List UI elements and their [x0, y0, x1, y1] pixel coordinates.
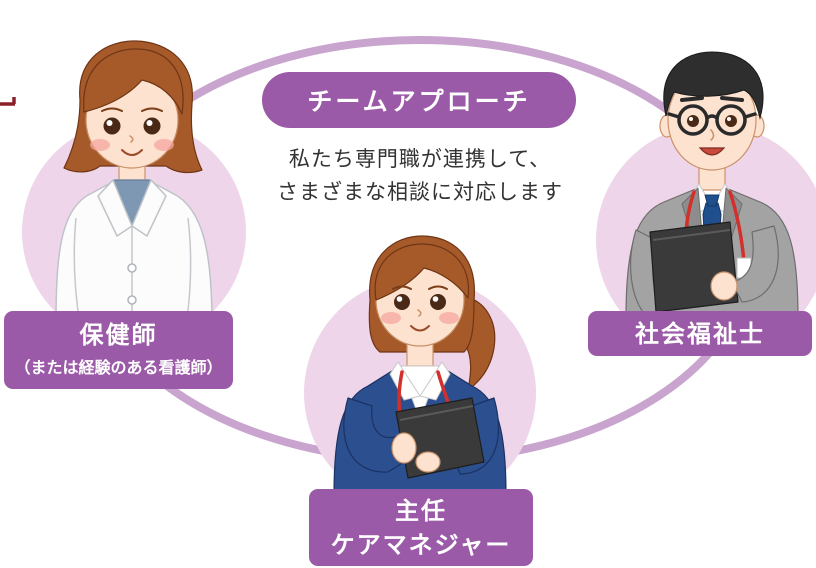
team-approach-title: チームアプローチ	[262, 72, 576, 128]
nurse-right-lapel	[131, 179, 167, 237]
eye-highlight	[727, 117, 731, 121]
social-worker-hair	[663, 51, 764, 120]
social-worker-right-sleeve	[731, 225, 779, 303]
care-manager-title-line-2: ケアマネジャー	[330, 530, 512, 559]
clipboard-edge	[652, 229, 731, 241]
care-manager-left-brow	[392, 285, 412, 290]
care-manager-right-collar	[419, 361, 451, 401]
clipboard-edge	[399, 405, 474, 421]
care-manager-smile	[410, 325, 430, 332]
nurse-title: 保健師	[79, 321, 158, 349]
social-worker-title: 社会福祉士	[635, 319, 765, 348]
glasses-frame	[667, 112, 757, 120]
social-worker-right-eye	[725, 115, 737, 127]
care-manager-right-eye	[430, 294, 446, 310]
care-manager-left-collar	[389, 361, 421, 401]
social-worker-label: 社会福祉士	[588, 311, 812, 356]
care-manager-right-brow	[428, 285, 448, 290]
care-manager-left-sleeve	[343, 397, 405, 473]
care-manager-title-line-1: 主任	[395, 496, 447, 525]
nurse-nose	[129, 135, 134, 143]
nurse-right-brow	[141, 107, 163, 112]
team-message: 私たち専門職が連携して、 さまざまな相談に対応します	[230, 143, 610, 209]
care-manager-nose	[417, 309, 422, 317]
nurse-smile	[121, 149, 143, 156]
nurse-left-brow	[101, 107, 123, 112]
eye-highlight	[432, 296, 439, 302]
care-manager-left-cheek	[381, 312, 401, 324]
social-worker-hand	[710, 271, 738, 301]
nurse-coat-button	[127, 295, 137, 305]
care-manager-right-cheek	[439, 312, 459, 324]
social-worker-nose	[710, 129, 715, 141]
care-manager-right-hand	[415, 451, 441, 473]
nurse-right-cheek	[154, 139, 174, 151]
message-line-1: 私たち専門職が連携して、	[288, 147, 552, 171]
social-worker-right-brow	[720, 96, 744, 102]
social-worker-left-brow	[680, 96, 704, 102]
eye-highlight	[396, 296, 403, 302]
eye-highlight	[689, 117, 693, 121]
message-line-2: さまざまな相談に対応します	[277, 180, 563, 204]
nurse-left-eye	[103, 117, 121, 135]
eye-highlight	[146, 120, 153, 126]
social-worker-smile	[698, 147, 726, 156]
care-manager-left-eye	[394, 294, 410, 310]
public-health-nurse-illustration	[55, 40, 213, 326]
glasses-left-lens	[677, 104, 709, 136]
care-manager-left-hand	[391, 432, 417, 464]
care-manager-label: 主任 ケアマネジャー	[309, 489, 533, 566]
social-worker-left-eye	[687, 115, 699, 127]
social-worker-tie-knot	[704, 194, 720, 207]
nurse-left-cheek	[90, 139, 110, 151]
nurse-right-eye	[143, 117, 161, 135]
nurse-left-lapel	[97, 179, 133, 237]
nurse-label: 保健師 （または経験のある看護師）	[4, 311, 233, 389]
nurse-note: （または経験のある看護師）	[14, 358, 223, 377]
edge-arrow-fragment	[0, 97, 16, 106]
nurse-bangs	[83, 48, 184, 115]
nurse-coat-button	[127, 263, 137, 273]
eye-highlight	[106, 120, 113, 126]
social-worker-illustration	[625, 51, 799, 319]
glasses-right-lens	[715, 104, 747, 136]
care-manager-illustration	[333, 235, 507, 496]
